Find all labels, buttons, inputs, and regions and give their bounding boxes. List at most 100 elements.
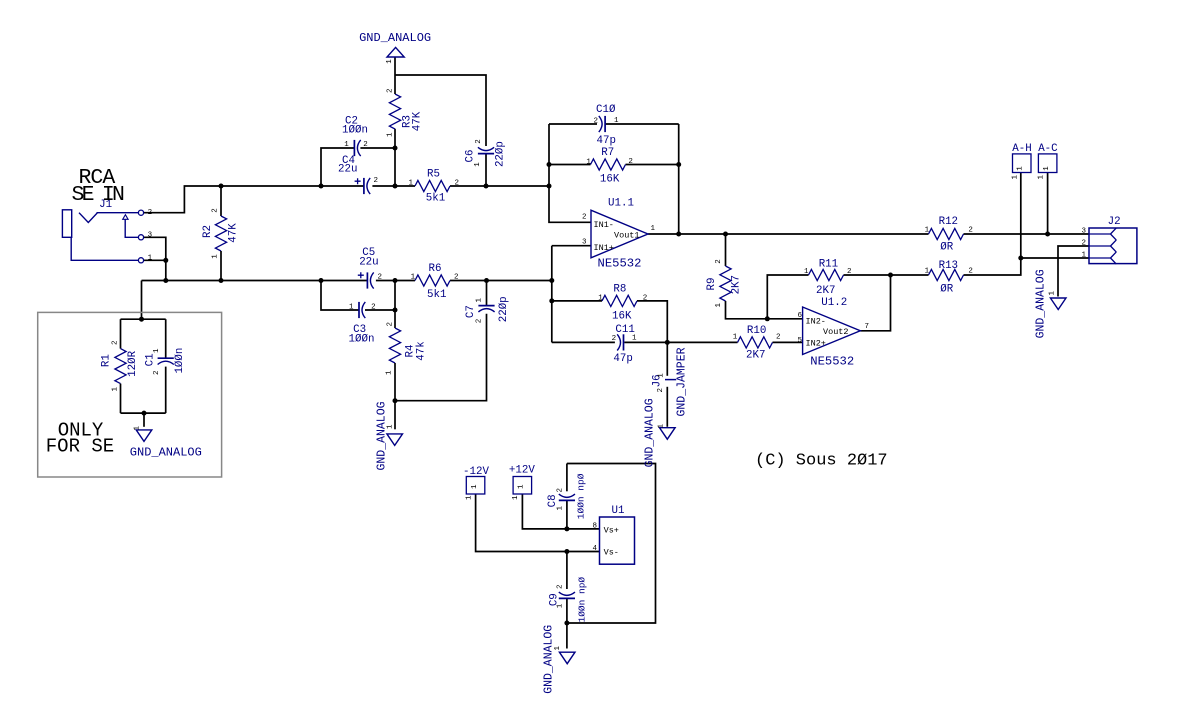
svg-text:22u: 22u [359,257,378,269]
svg-text:ONLY: ONLY [58,419,104,441]
svg-text:Vout1: Vout1 [614,230,640,240]
svg-text:2: 2 [657,388,665,393]
svg-text:2: 2 [148,209,153,217]
svg-text:1: 1 [518,484,526,489]
svg-text:GND_ANALOG: GND_ANALOG [543,625,556,694]
svg-text:J2: J2 [1108,216,1121,228]
svg-text:U1.2: U1.2 [821,297,847,309]
svg-text:1: 1 [1017,166,1025,171]
svg-text:2: 2 [557,585,565,590]
svg-text:1: 1 [1049,291,1057,296]
svg-text:2: 2 [582,214,587,222]
svg-text:2: 2 [628,158,633,166]
svg-text:1: 1 [1038,174,1046,179]
svg-text:Vs-: Vs- [604,547,619,557]
svg-text:1: 1 [598,294,603,302]
svg-text:1: 1 [386,132,394,137]
svg-text:2: 2 [212,208,220,213]
svg-text:1: 1 [387,424,395,429]
svg-text:RCA: RCA [79,166,116,190]
svg-text:1ØØn: 1ØØn [174,348,186,374]
svg-text:SE IN: SE IN [72,183,124,207]
svg-text:A-H: A-H [1012,143,1031,155]
svg-text:-12V: -12V [463,466,489,478]
svg-text:1: 1 [476,297,484,302]
svg-text:1: 1 [614,117,619,125]
svg-text:1ØØn npØ: 1ØØn npØ [577,577,588,623]
svg-text:2: 2 [454,273,459,281]
svg-text:NE5532: NE5532 [810,355,854,369]
svg-text:J1: J1 [99,199,112,211]
svg-text:5k1: 5k1 [426,193,445,205]
svg-text:2: 2 [847,268,852,276]
svg-text:2: 2 [968,268,973,276]
svg-text:R5: R5 [427,169,440,181]
svg-text:2K7: 2K7 [730,275,742,294]
svg-text:2: 2 [1082,239,1087,247]
svg-text:3: 3 [582,239,587,247]
svg-text:ØR: ØR [940,241,953,253]
svg-text:2: 2 [475,139,483,144]
svg-text:R11: R11 [819,259,838,271]
svg-text:1ØØn: 1ØØn [349,334,375,346]
svg-text:1: 1 [925,268,930,276]
svg-text:2: 2 [968,227,973,235]
svg-text:1ØØn: 1ØØn [342,125,368,137]
svg-text:C1: C1 [145,353,157,366]
svg-text:1: 1 [112,387,120,392]
svg-text:2: 2 [715,259,723,264]
svg-text:1: 1 [134,426,142,431]
svg-text:2: 2 [371,303,376,311]
svg-text:1: 1 [658,424,666,429]
svg-text:GND_ANALOG: GND_ANALOG [359,31,431,45]
svg-text:2: 2 [476,319,484,324]
svg-text:16K: 16K [600,173,620,185]
svg-text:R10: R10 [747,325,766,337]
svg-text:1: 1 [148,255,153,263]
svg-text:Vout2: Vout2 [823,327,849,337]
svg-text:C7: C7 [465,305,477,318]
svg-text:ØR: ØR [940,283,953,295]
svg-text:C3: C3 [353,324,366,336]
svg-text:R9: R9 [706,278,718,291]
svg-text:1: 1 [409,179,414,187]
svg-text:2: 2 [153,371,161,376]
svg-text:1: 1 [715,302,723,307]
svg-text:C1Ø: C1Ø [596,104,616,116]
svg-text:1: 1 [1082,251,1087,259]
svg-text:1: 1 [632,334,637,342]
svg-text:3: 3 [1082,227,1087,235]
svg-text:1ØØn npØ: 1ØØn npØ [576,473,587,519]
svg-text:R2: R2 [202,225,214,238]
svg-text:C11: C11 [615,324,634,336]
svg-text:2: 2 [612,335,617,343]
svg-text:1: 1 [474,162,482,167]
svg-text:GND_ANALOG: GND_ANALOG [376,401,389,470]
svg-text:47p: 47p [597,135,616,147]
svg-text:1: 1 [153,348,161,353]
svg-text:1: 1 [212,254,220,259]
svg-text:GND_ANALOG: GND_ANALOG [1035,269,1048,338]
svg-text:2K7: 2K7 [746,350,765,362]
svg-text:47p: 47p [613,353,632,365]
svg-text:6: 6 [797,312,802,320]
svg-text:7: 7 [865,323,870,331]
svg-text:U1.1: U1.1 [608,198,634,210]
svg-text:1: 1 [556,505,564,510]
svg-text:22u: 22u [338,164,357,176]
svg-text:2: 2 [378,273,383,281]
svg-text:R13: R13 [939,260,958,272]
svg-text:1: 1 [804,268,809,276]
svg-text:22Øp: 22Øp [498,296,510,322]
svg-text:1: 1 [471,484,479,489]
svg-text:2: 2 [386,89,394,94]
svg-text:GND_ANALOG: GND_ANALOG [130,446,202,460]
svg-text:2: 2 [776,334,781,342]
svg-text:1: 1 [586,158,591,166]
svg-text:FOR SE: FOR SE [46,436,114,458]
svg-text:22Øp: 22Øp [494,141,506,167]
svg-text:2: 2 [112,341,120,346]
svg-text:2: 2 [386,322,394,327]
svg-text:1: 1 [512,495,520,500]
svg-text:16K: 16K [612,310,632,322]
